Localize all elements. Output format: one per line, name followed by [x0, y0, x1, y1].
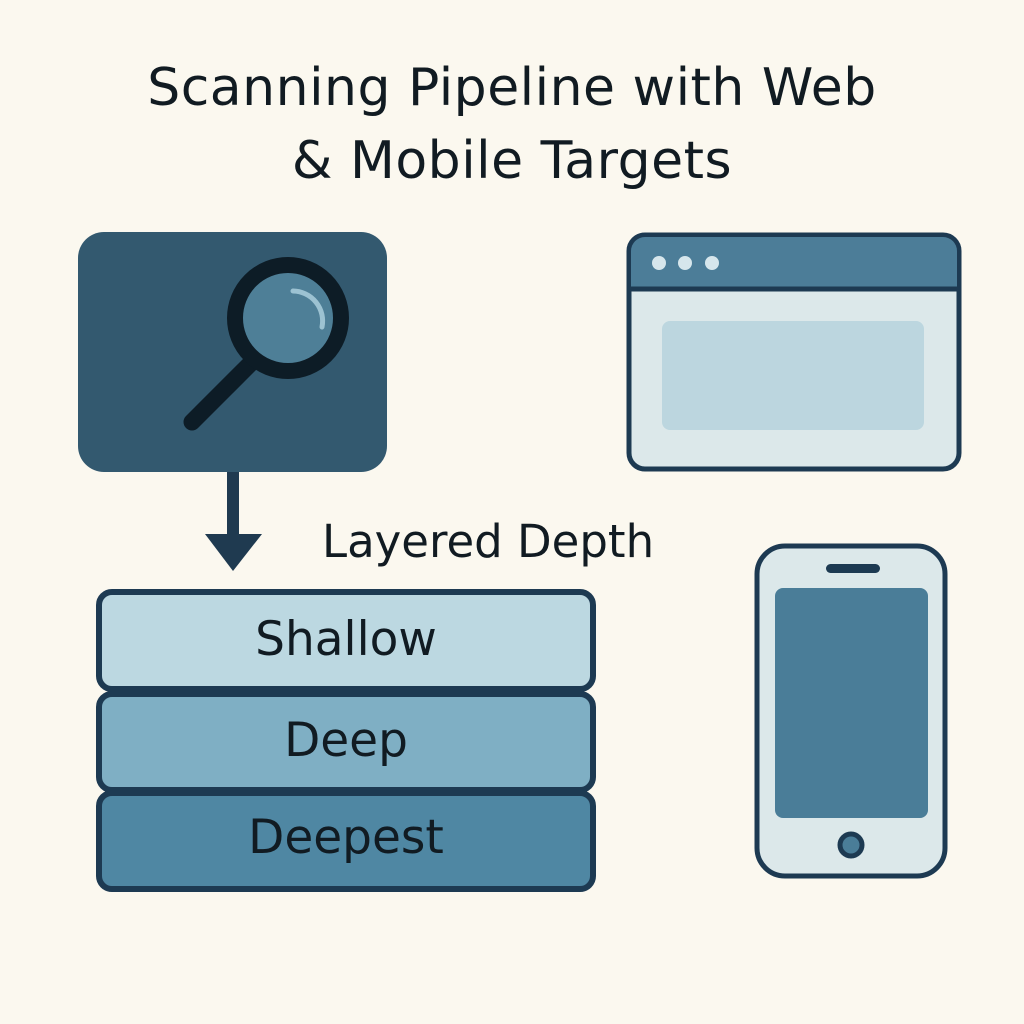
scanner-box [78, 232, 387, 472]
magnifier-icon [183, 257, 349, 431]
browser-window-icon [626, 232, 962, 472]
smartphone-icon [754, 543, 948, 879]
layer-shallow [96, 589, 596, 692]
layer-label-deepest: Deepest [248, 810, 444, 865]
diagram-title: Scanning Pipeline with Web & Mobile Targ… [0, 52, 1024, 198]
layer-label-deep: Deep [284, 713, 408, 768]
title-line-1: Scanning Pipeline with Web [147, 58, 877, 118]
title-line-2: & Mobile Targets [291, 131, 733, 191]
arrow-down-icon [205, 472, 262, 571]
layered-depth-label: Layered Depth [322, 515, 655, 568]
layer-deepest [96, 790, 596, 892]
layer-label-shallow: Shallow [255, 612, 437, 667]
layer-stack [96, 589, 596, 892]
